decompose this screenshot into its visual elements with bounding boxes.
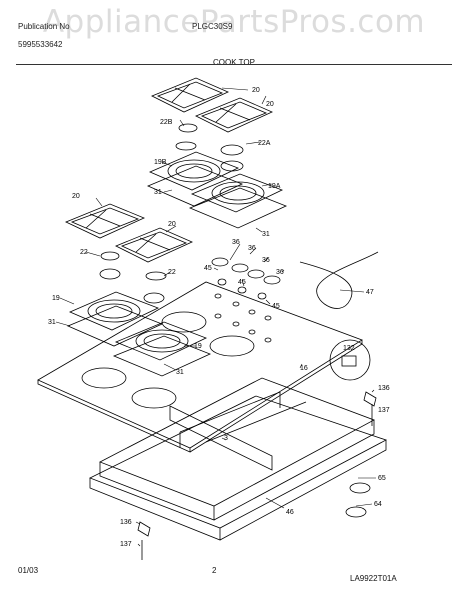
callout-19d: 19 (194, 343, 202, 350)
callout-65: 65 (378, 475, 386, 482)
grate-mid-left (65, 203, 146, 239)
drip-pan-31c (66, 305, 164, 347)
callout-19b: 19B (154, 159, 167, 166)
drip-pan-31a (146, 165, 244, 207)
element-19a (190, 173, 284, 213)
footer-page-number: 2 (212, 566, 217, 575)
callout-20d: 20 (168, 221, 176, 228)
callout-16: 16 (300, 365, 308, 372)
grate-top-right (195, 97, 273, 133)
burner-box-chassis (99, 377, 375, 521)
footer-diagram-code: LA9922T01A (350, 574, 397, 583)
callout-31c: 31 (48, 319, 56, 326)
callout-31b: 31 (262, 231, 270, 238)
callout-22c: 22 (80, 249, 88, 256)
drip-pan-31b (188, 187, 288, 229)
grate-top-left (151, 77, 229, 113)
header-rule (16, 64, 452, 65)
callout-64: 64 (374, 501, 382, 508)
callout-20a: 20 (252, 87, 260, 94)
power-cord (299, 251, 379, 309)
burner-cap-22b (178, 123, 198, 133)
callout-20c: 20 (72, 193, 80, 200)
model-number: PLGC30S9 (192, 22, 233, 31)
callout-36c: 36 (262, 257, 270, 264)
callout-19a: 19A (268, 183, 281, 190)
callout-31d: 31 (176, 369, 184, 376)
bottom-pan (89, 395, 388, 541)
leader-lines (55, 87, 376, 547)
burner-cap-22c (100, 251, 120, 261)
callout-136a: 136 (378, 385, 390, 392)
junction-box (329, 339, 371, 381)
burner-head-22c (99, 268, 121, 280)
burner-head-22b (175, 141, 197, 151)
callout-36a: 36 (232, 239, 240, 246)
part-number: 5995533642 (18, 40, 63, 49)
callout-45a: 45 (204, 265, 212, 272)
gasket-65 (349, 482, 371, 494)
callout-45b: 45 (238, 279, 246, 286)
gasket-64 (345, 506, 367, 518)
callout-19c: 19 (52, 295, 60, 302)
callout-22d: 22 (168, 269, 176, 276)
watermark: AppliancePartsPros.com (42, 4, 426, 40)
callout-22b: 22B (160, 119, 173, 126)
publication-number: Publication No (18, 22, 70, 31)
footer-date: 01/03 (18, 566, 39, 575)
callout-31a: 31 (154, 189, 162, 196)
burner-head-22d (143, 292, 165, 304)
callout-137b: 137 (120, 541, 132, 548)
bracket-screw-left (137, 521, 151, 560)
callout-22a: 22A (258, 140, 271, 147)
drip-pan-31d (112, 335, 212, 377)
callout-20b: 20 (266, 101, 274, 108)
element-19c (68, 291, 160, 331)
callout-3: 3 (224, 435, 228, 442)
callout-137a: 137 (378, 407, 390, 414)
callout-46: 46 (286, 509, 294, 516)
bracket-screw-right (363, 391, 377, 426)
control-knobs (211, 257, 281, 321)
callout-45c: 45 (272, 303, 280, 310)
element-19b (148, 151, 240, 191)
callout-136b: 136 (120, 519, 132, 526)
callout-47: 47 (366, 289, 374, 296)
support-brace (169, 405, 273, 471)
callout-36d: 36 (276, 269, 284, 276)
cooktop-surface (37, 281, 363, 453)
callout-36b: 36 (248, 245, 256, 252)
element-19d (114, 321, 208, 361)
grate-mid-right (115, 227, 193, 263)
callout-132: 132 (343, 345, 355, 352)
callout-labels: 20 20 22B 22A 19B 31 19A 31 20 20 22 22 … (48, 87, 390, 548)
section-title: COOK TOP (213, 58, 255, 67)
burner-cap-22d (145, 271, 167, 281)
burner-cap-22a (220, 144, 244, 156)
